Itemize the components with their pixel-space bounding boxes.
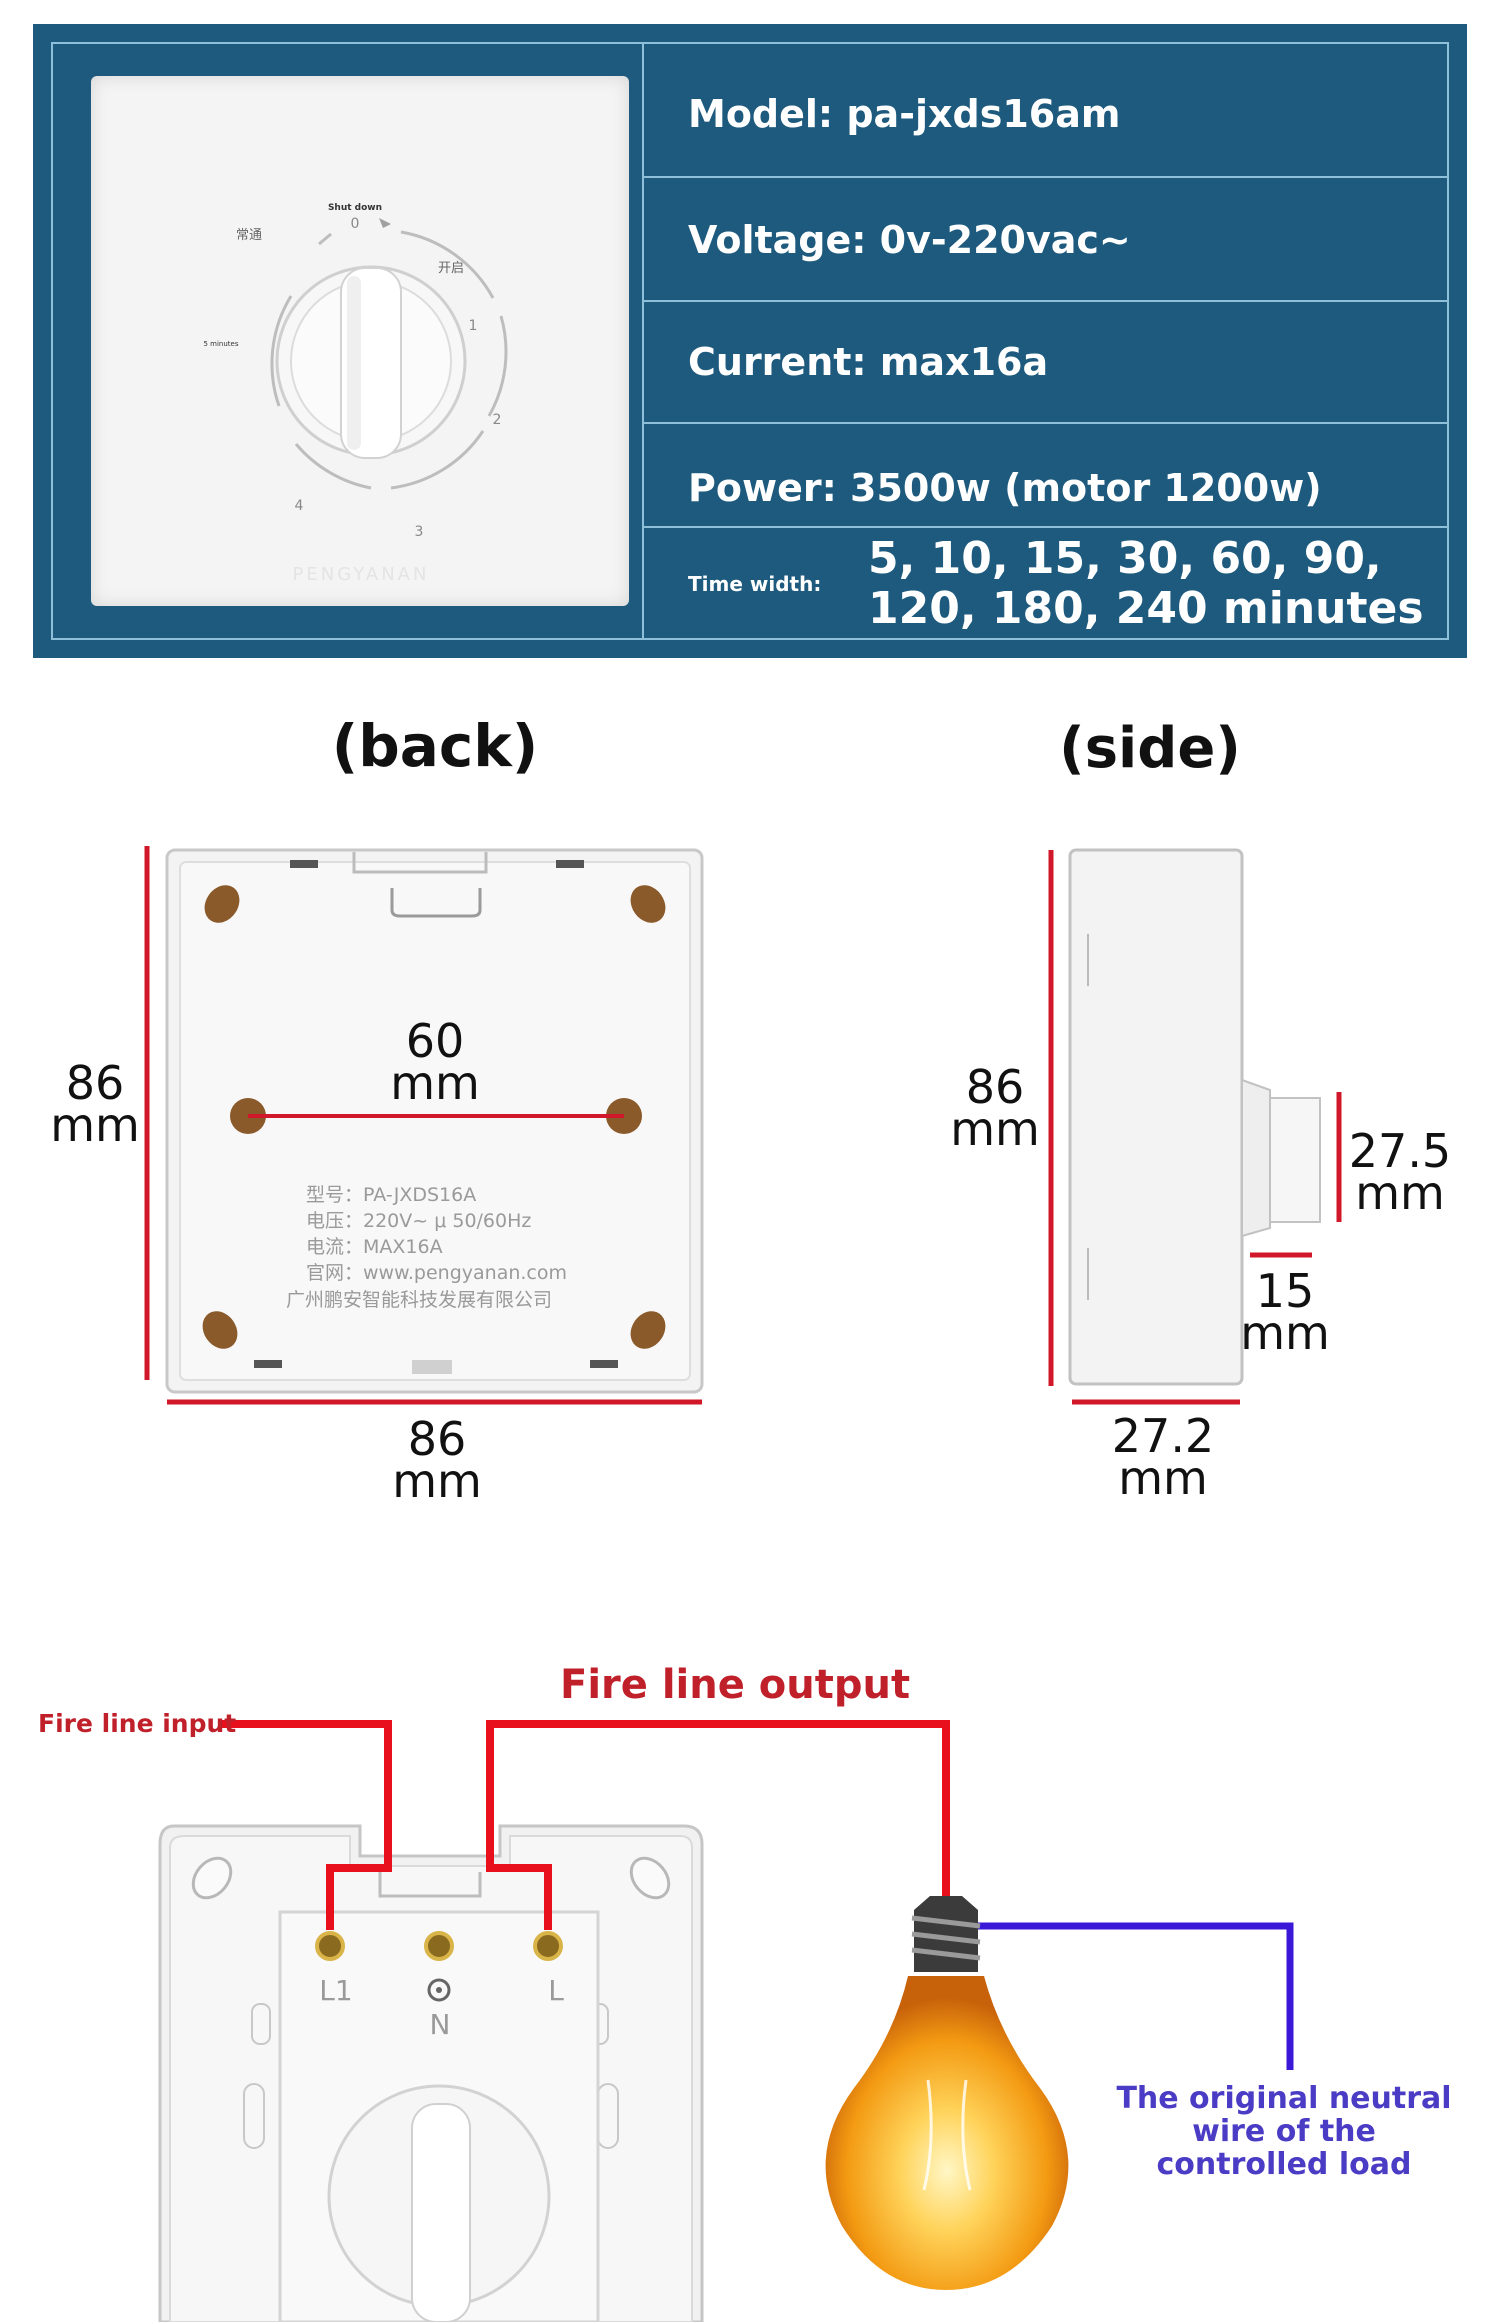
terminal-l1-screw (315, 1931, 345, 1961)
terminal-n-label: N (430, 2008, 451, 2041)
spec-row-voltage: Voltage: 0v-220vac~ (644, 180, 1449, 300)
spec-time-value: 5, 10, 15, 30, 60, 90, 120, 180, 240 min… (868, 533, 1424, 634)
spec-model: Model: pa-jxds16am (688, 92, 1121, 136)
spec-current: Current: max16a (688, 340, 1049, 384)
dial-num-1: 1 (469, 318, 478, 334)
back-plate (165, 848, 704, 1394)
spec-row-current: Current: max16a (644, 304, 1449, 420)
terminal-n-screw (424, 1931, 454, 1961)
spec-banner: Shut down 常通 开启 5 minutes 0 1 2 3 4 PENG… (33, 24, 1467, 658)
fire-output-label: Fire line output (560, 1662, 911, 1708)
spec-frame (51, 42, 1449, 640)
terminal-l-screw (533, 1931, 563, 1961)
dial-num-0: 0 (351, 216, 360, 232)
dial-knob (411, 2103, 471, 2322)
side-height-label: 86 mm (950, 1060, 1040, 1156)
spec-row-power: Power: 3500w (motor 1200w) (644, 428, 1449, 548)
back-label-line-2: 电压：220V~ μ 50/60Hz (306, 1210, 531, 1232)
neutral-wire-label: The original neutral wire of the control… (1116, 2081, 1452, 2182)
dial-label-always-on: 常通 (236, 228, 262, 243)
side-profile (1068, 848, 1321, 1386)
back-label-line-5: 广州鹏安智能科技发展有限公司 (286, 1289, 552, 1311)
back-label-line-4: 官网：www.pengyanan.com (306, 1262, 567, 1284)
dial-label-5min: 5 minutes (203, 340, 238, 348)
spec-divider (642, 42, 644, 640)
light-bulb-icon (825, 1896, 1069, 2290)
knob-height-label: 27.5 mm (1348, 1124, 1452, 1220)
fire-output-wire (486, 1720, 950, 1930)
timer-dial-illustration: Shut down 常通 开启 5 minutes 0 1 2 3 4 PENG… (203, 203, 508, 585)
back-view-title: (back) (331, 712, 539, 780)
spec-divider (644, 422, 1449, 424)
back-height-label: 86 mm (50, 1056, 140, 1152)
wiring-switch-back (158, 1824, 704, 2322)
spec-divider (644, 176, 1449, 178)
back-label-line-1: 型号：PA-JXDS16A (306, 1184, 476, 1206)
knob-depth-label: 15 mm (1240, 1264, 1330, 1360)
spec-divider (644, 300, 1449, 302)
product-photo-front: Shut down 常通 开启 5 minutes 0 1 2 3 4 PENG… (91, 76, 629, 606)
side-view-title: (side) (1059, 716, 1241, 781)
spec-voltage: Voltage: 0v-220vac~ (688, 218, 1131, 262)
fire-input-label: Fire line input (38, 1709, 237, 1738)
dial-num-3: 3 (415, 524, 424, 540)
back-label-line-3: 电流：MAX16A (306, 1236, 443, 1258)
side-depth-label: 27.2 mm (1111, 1409, 1215, 1505)
fire-input-wire (222, 1720, 392, 1930)
spec-divider (644, 526, 1449, 528)
brand-watermark: PENGYANAN (293, 564, 430, 585)
dial-label-open: 开启 (438, 261, 464, 276)
spec-row-model: Model: pa-jxds16am (644, 64, 1449, 164)
neutral-wire (972, 1922, 1294, 2070)
hole-spacing-label: 60 mm (390, 1014, 480, 1110)
dial-label-shutdown: Shut down (328, 203, 382, 213)
terminal-l-label: L (548, 1974, 564, 2007)
dial-num-2: 2 (493, 412, 502, 428)
spec-power: Power: 3500w (motor 1200w) (688, 466, 1322, 510)
dial-num-4: 4 (295, 498, 304, 514)
spec-row-time: Time width: 5, 10, 15, 30, 60, 90, 120, … (644, 530, 1449, 638)
spec-time-label: Time width: (688, 572, 822, 596)
terminal-l1-label: L1 (319, 1974, 352, 2007)
back-width-label: 86 mm (392, 1412, 482, 1508)
